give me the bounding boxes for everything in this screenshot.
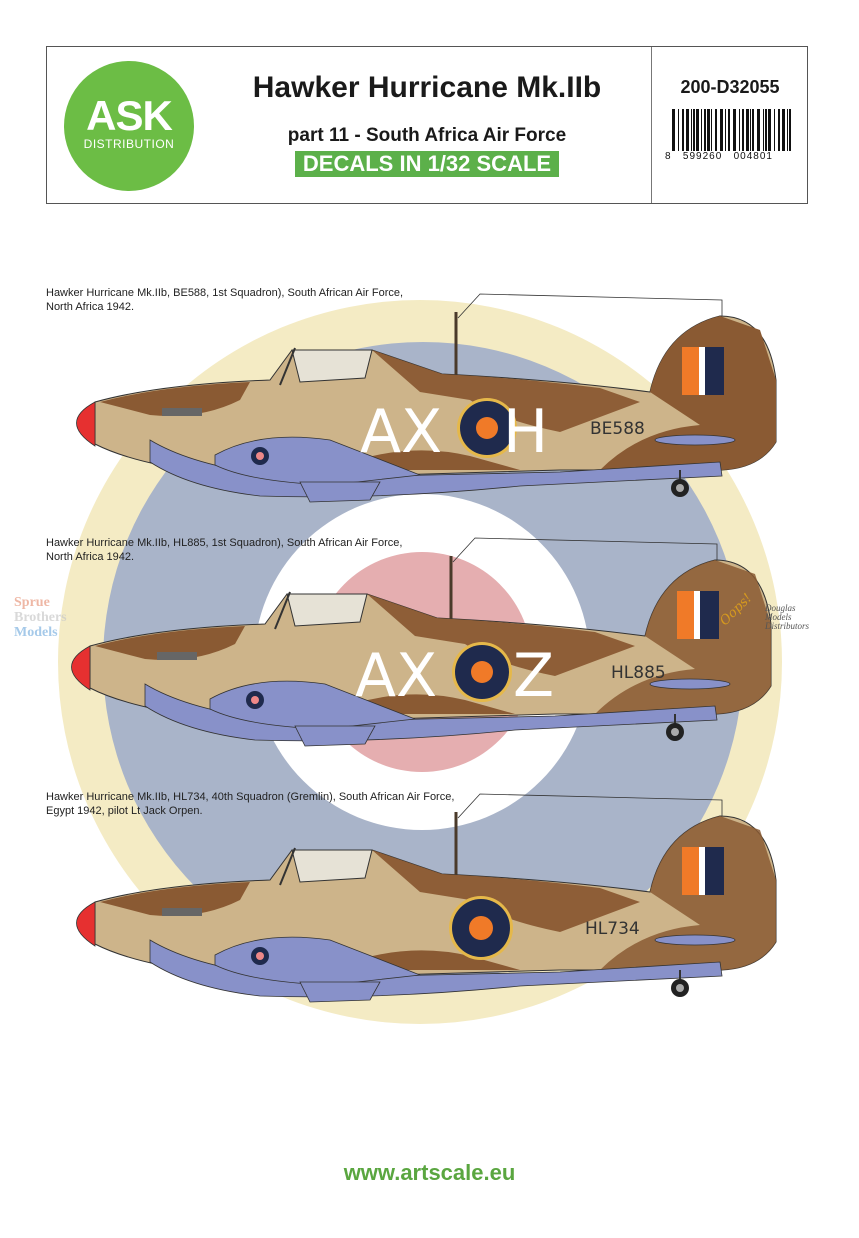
- douglas-models-watermark: Douglas Models Distributors: [765, 604, 809, 631]
- product-code: 200-D32055: [680, 77, 780, 97]
- caption-aircraft-3: Hawker Hurricane Mk.IIb, HL734, 40th Squ…: [46, 790, 454, 818]
- aircraft-letter: Z: [513, 641, 554, 711]
- wm-line: Brothers: [14, 610, 67, 625]
- barcode-digits: 8 599260 004801: [665, 151, 773, 162]
- serial-number: BE588: [590, 419, 645, 439]
- logo-main-text: ASK: [86, 92, 173, 139]
- caption-line: Egypt 1942, pilot Lt Jack Orpen.: [46, 805, 203, 817]
- header-box: ASK DISTRIBUTION Hawker Hurricane Mk.IIb…: [46, 46, 808, 204]
- wm-line: Distributors: [765, 621, 810, 631]
- serial-number: HL885: [611, 663, 666, 683]
- aircraft-letter: H: [503, 397, 548, 467]
- aircraft-profile-3: HL734: [76, 793, 777, 1003]
- product-subtitle: part 11 - South Africa Air Force: [287, 125, 567, 146]
- caption-line: North Africa 1942.: [46, 301, 135, 313]
- scale-banner: DECALS IN 1/32 SCALE: [295, 151, 559, 177]
- sprue-brothers-watermark: Sprue Brothers Models: [14, 595, 67, 640]
- caption-line: Hawker Hurricane Mk.IIb, HL885, 1st Squa…: [46, 537, 403, 549]
- caption-aircraft-2: Hawker Hurricane Mk.IIb, HL885, 1st Squa…: [46, 536, 402, 564]
- aircraft-profile-1: AX H BE588: [76, 293, 777, 503]
- footer-url[interactable]: www.artscale.eu: [343, 1160, 516, 1185]
- caption-line: Hawker Hurricane Mk.IIb, BE588, 1st Squa…: [46, 287, 404, 299]
- squadron-code: AX: [360, 397, 442, 467]
- caption-line: North Africa 1942.: [46, 551, 135, 563]
- wm-line: Models: [765, 612, 792, 622]
- caption-aircraft-1: Hawker Hurricane Mk.IIb, BE588, 1st Squa…: [46, 286, 403, 314]
- logo-sub-text: DISTRIBUTION: [83, 137, 175, 151]
- wm-line: Models: [14, 625, 58, 640]
- header-divider: [651, 47, 652, 203]
- wm-line: Douglas: [765, 603, 796, 613]
- barcode: [672, 109, 791, 151]
- serial-number: HL734: [585, 919, 640, 939]
- caption-line: Hawker Hurricane Mk.IIb, HL734, 40th Squ…: [46, 791, 455, 803]
- wm-line: Sprue: [14, 595, 50, 610]
- product-title: Hawker Hurricane Mk.IIb: [252, 71, 602, 104]
- ask-distribution-logo: ASK DISTRIBUTION: [64, 61, 194, 191]
- squadron-code: AX: [355, 641, 437, 711]
